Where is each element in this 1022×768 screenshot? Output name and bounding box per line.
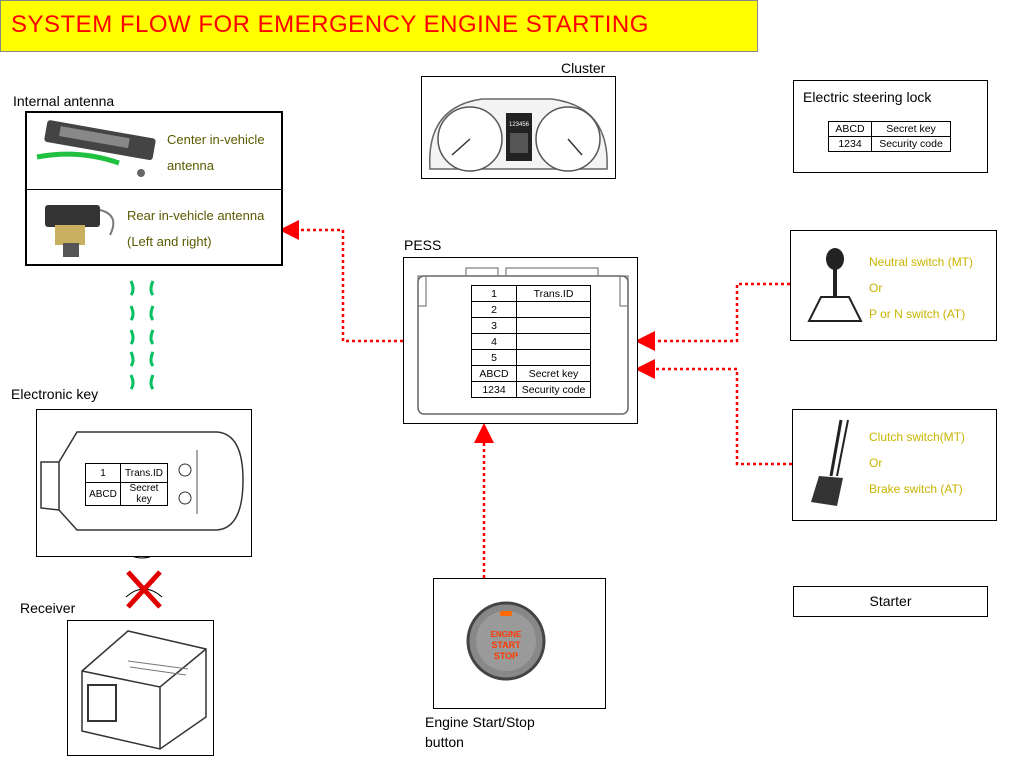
arrow-pess-to-antenna	[279, 220, 403, 343]
center-antenna-text: Center in-vehicle antenna	[167, 132, 265, 173]
center-antenna-icon	[36, 120, 156, 177]
start-stop-button-icon[interactable]: ENGINE START STOP	[434, 579, 605, 708]
pedal-icon	[811, 419, 849, 506]
electronic-key-label: Electronic key	[11, 386, 99, 402]
neutral-switch-box: Neutral switch (MT) Or P or N switch (AT…	[790, 230, 997, 341]
antenna-divider	[27, 189, 281, 190]
page-title: SYSTEM FLOW FOR EMERGENCY ENGINE STARTIN…	[0, 0, 758, 52]
svg-text:ENGINE: ENGINE	[491, 630, 522, 639]
cluster-box: 123456	[421, 76, 616, 179]
internal-antenna-label: Internal antenna	[13, 93, 115, 109]
rear-antenna-text: Rear in-vehicle antenna (Left and right)	[127, 208, 265, 249]
neutral-switch-text: Neutral switch (MT) Or P or N switch (AT…	[869, 255, 974, 321]
svg-text:START: START	[491, 640, 521, 650]
internal-antenna-box: Center in-vehicle antenna Rear in-vehicl…	[25, 111, 283, 266]
arrow-neutral-to-pess	[635, 282, 790, 351]
clutch-switch-box: Clutch switch(MT) Or Brake switch (AT)	[792, 409, 997, 521]
cluster-label: Cluster	[561, 60, 606, 76]
rear-antenna-icon	[45, 205, 115, 257]
pess-label: PESS	[404, 237, 442, 253]
starter-box: Starter	[793, 586, 988, 617]
steering-lock-label: Electric steering lock	[803, 89, 932, 105]
receiver-module-icon	[81, 630, 207, 750]
gauge-cluster-icon: 123456	[429, 98, 608, 172]
svg-text:STOP: STOP	[494, 651, 518, 661]
start-button-box: ENGINE START STOP	[433, 578, 606, 709]
cluster-odometer: 123456	[509, 122, 530, 128]
rf-wave-icon	[129, 280, 155, 390]
receiver-box	[67, 620, 214, 756]
clutch-switch-text: Clutch switch(MT) Or Brake switch (AT)	[869, 430, 966, 496]
gear-shifter-icon	[807, 248, 863, 322]
receiver-label: Receiver	[20, 600, 76, 616]
arrow-clutch-to-pess	[635, 359, 792, 466]
start-button-label: Engine Start/Stop button	[425, 714, 535, 750]
